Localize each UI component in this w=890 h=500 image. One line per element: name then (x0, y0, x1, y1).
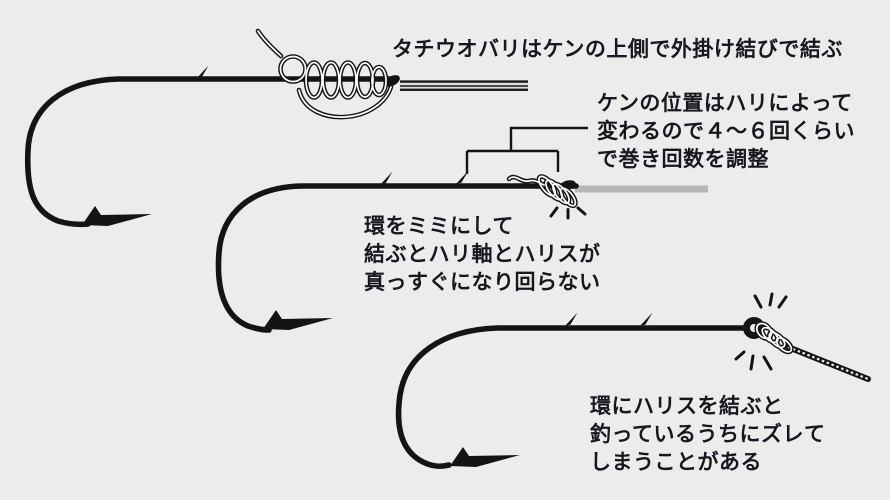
hook-shank-and-bend (24, 76, 399, 228)
twisted-leader-texture (787, 345, 869, 381)
doubled-line (400, 80, 528, 92)
hook-shank-and-bend (215, 183, 579, 333)
bracket-indicator (465, 126, 588, 174)
hook-middle-loop-ear (215, 126, 708, 333)
hook-top-outer-knot (24, 31, 528, 228)
annotation-ken-position: ケンの位置はハリによって 変わるので４〜６回くらい で巻き回数を調整 (597, 92, 855, 171)
hook-point (450, 447, 520, 467)
annotation-ring-tie: 環にハリスを結ぶと 釣っているうちにズレて しまうことがある (590, 395, 826, 474)
annotation-loop-as-ear: 環をミミにして 結ぶとハリ軸とハリスが 真っすぐになり回らない (364, 215, 601, 294)
emphasis-marks-bottom (734, 350, 773, 371)
ken-barb-2 (640, 312, 653, 326)
whip-knot (258, 31, 391, 117)
hook-point (263, 310, 333, 330)
ken-barb-1 (380, 171, 393, 185)
ken-barb-1 (565, 312, 578, 326)
emphasis-marks-top (753, 292, 788, 309)
hook-point (82, 206, 152, 226)
emphasis-marks (549, 206, 587, 220)
hook-bottom-ring-tie (395, 292, 871, 470)
annotation-top-knot: タチウオバリはケンの上側で外掛け結びで結ぶ (392, 38, 843, 61)
leader-line (575, 185, 708, 193)
hook-shank-and-bend (395, 325, 746, 470)
